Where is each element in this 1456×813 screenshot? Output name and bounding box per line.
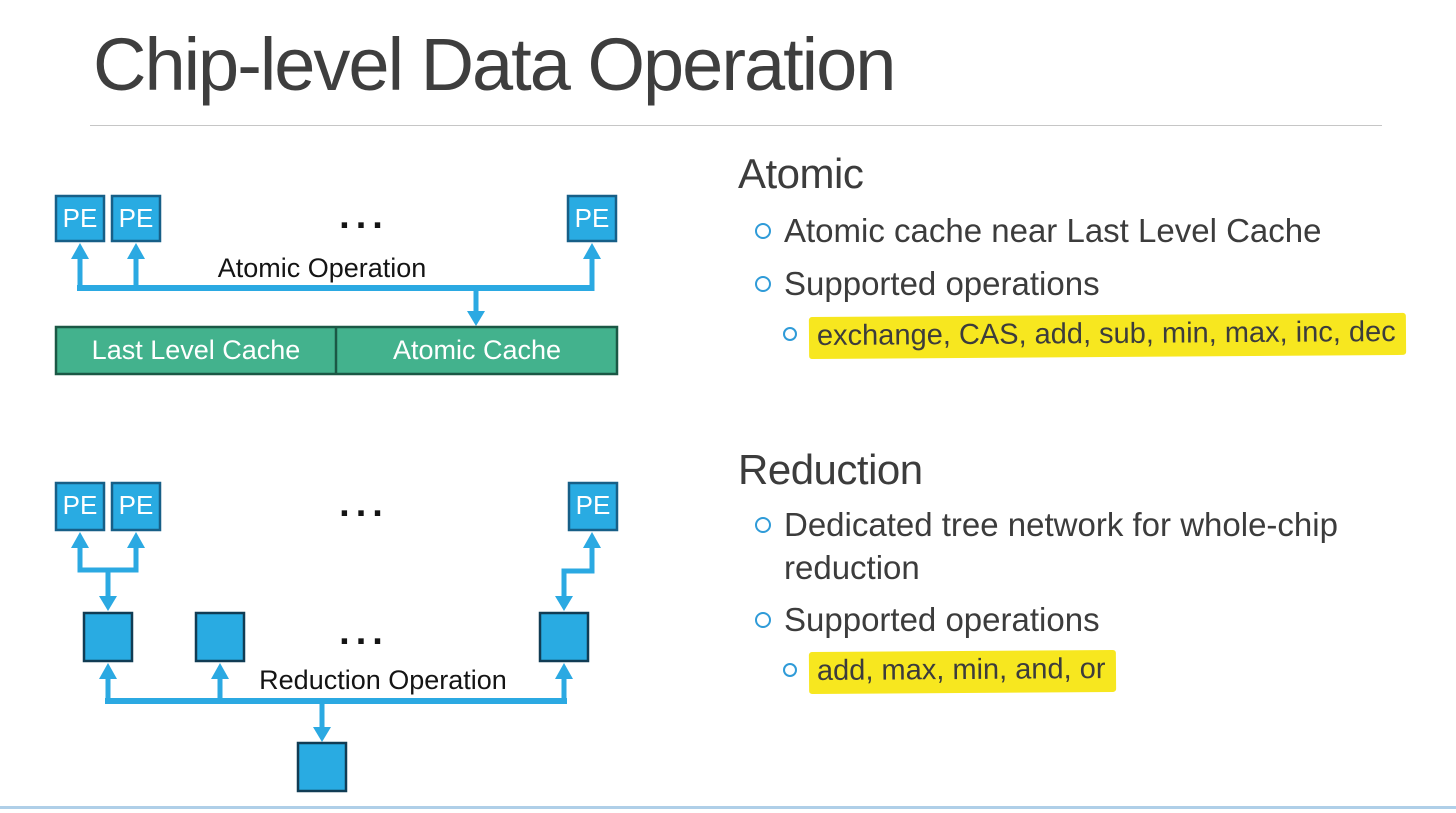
arrow-up-icon	[583, 532, 601, 548]
arrow-up-icon	[211, 663, 229, 679]
atomic-cache-label: Atomic Cache	[393, 335, 561, 365]
bullet-circle-icon	[755, 223, 771, 239]
arrow-down-icon	[467, 311, 485, 326]
bullet-circle-icon	[755, 517, 771, 533]
bullet-item: Atomic cache near Last Level Cache	[738, 210, 1396, 253]
bullet-circle-icon	[783, 327, 797, 341]
sub-bullet-item: add, max, min, and, or	[783, 649, 1116, 694]
arrow-up-icon	[127, 532, 145, 548]
highlighted-operations: exchange, CAS, add, sub, min, max, inc, …	[808, 312, 1406, 359]
pe-label: PE	[575, 203, 610, 233]
atomic-operation-label: Atomic Operation	[218, 253, 427, 283]
atomic-diagram: PE PE PE ... Atomic Operation Last Level…	[54, 194, 619, 376]
bullet-item: Supported operations	[738, 599, 1396, 642]
bullet-text: Supported operations	[784, 265, 1100, 302]
reduction-node-box	[538, 611, 590, 663]
pe-label: PE	[119, 203, 154, 233]
bullet-circle-icon	[755, 276, 771, 292]
pe-label: PE	[63, 203, 98, 233]
arrow-down-icon	[313, 727, 331, 742]
reduction-node-box	[194, 611, 246, 663]
reduction-operation-label: Reduction Operation	[259, 665, 507, 695]
reduction-root-box	[296, 741, 348, 793]
pe-box	[567, 481, 619, 532]
pe-box	[110, 481, 162, 532]
arrow-up-icon	[99, 663, 117, 679]
arrow-down-icon	[99, 596, 117, 611]
ellipsis-text: ...	[339, 195, 389, 237]
bullet-item: Supported operations	[738, 263, 1396, 306]
bullet-item: Dedicated tree network for whole-chip re…	[738, 504, 1396, 590]
arrow-down-icon	[555, 596, 573, 611]
bullet-text: Dedicated tree network for whole-chip re…	[784, 506, 1338, 586]
pe-box	[54, 481, 106, 532]
bullet-text: Supported operations	[784, 601, 1100, 638]
arrow-up-icon	[71, 243, 89, 259]
pe-box	[566, 194, 618, 243]
pe-box	[110, 194, 162, 243]
chip-diagrams: PE PE PE ... Atomic Operation Last Level…	[54, 194, 619, 793]
sub-bullet-item: exchange, CAS, add, sub, min, max, inc, …	[783, 312, 1406, 359]
bottom-accent-line	[0, 806, 1456, 809]
title-divider	[90, 125, 1382, 126]
reduction-diagram: PE PE PE ... ... Reduction Operation	[54, 481, 619, 793]
slide-title: Chip-level Data Operation	[93, 23, 896, 106]
bullet-circle-icon	[755, 612, 771, 628]
bullet-circle-icon	[783, 663, 797, 677]
reduction-node-box	[82, 611, 134, 663]
highlighted-operations: add, max, min, and, or	[808, 649, 1116, 694]
arrow-up-icon	[71, 532, 89, 548]
pe-label: PE	[119, 490, 154, 520]
pe-label: PE	[63, 490, 98, 520]
ellipsis-text: ...	[339, 483, 389, 525]
pe-label: PE	[576, 490, 611, 520]
atomic-heading: Atomic	[738, 150, 864, 197]
ellipsis-text: ...	[339, 611, 389, 653]
arrow-up-icon	[583, 243, 601, 259]
reduction-heading: Reduction	[738, 446, 923, 493]
arrow-up-icon	[127, 243, 145, 259]
pe-box	[54, 194, 106, 243]
last-level-cache-label: Last Level Cache	[92, 335, 301, 365]
arrow-up-icon	[555, 663, 573, 679]
bullet-text: Atomic cache near Last Level Cache	[784, 212, 1322, 249]
